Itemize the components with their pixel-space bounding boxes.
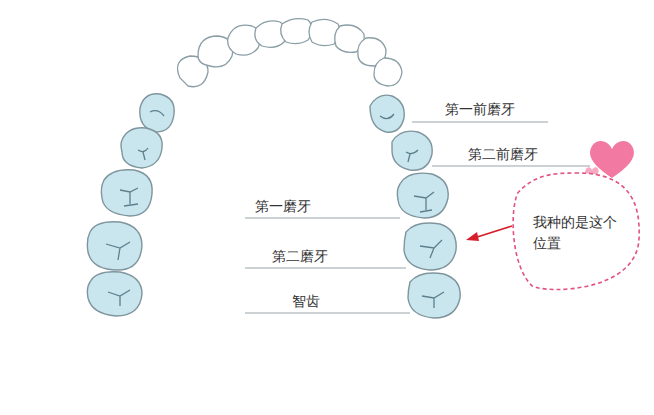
leader-arrow	[466, 226, 512, 241]
tooth-label: 第二前磨牙	[466, 146, 540, 163]
tooth-label: 智齿	[290, 293, 322, 310]
tooth-label: 第一磨牙	[253, 198, 313, 215]
callout-text: 我种的是这个位置	[533, 212, 617, 254]
tooth-label: 第二磨牙	[270, 248, 330, 265]
callout-bubble: 我种的是这个位置	[508, 170, 642, 296]
tooth-label: 第一前磨牙	[443, 101, 517, 118]
bubble-outline	[508, 170, 642, 296]
